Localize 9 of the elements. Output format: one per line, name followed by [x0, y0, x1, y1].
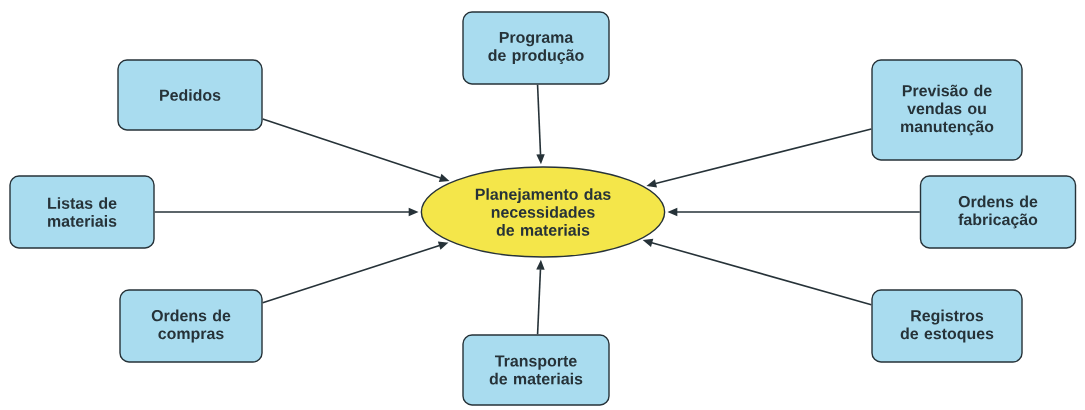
- process-box: Pedidos: [117, 59, 263, 131]
- process-box: Transporte de materiais: [462, 334, 610, 406]
- process-box: Previsão de vendas ou manutenção: [871, 59, 1023, 161]
- process-box: Ordens de compras: [119, 289, 263, 363]
- process-box: Listas de materiais: [9, 175, 155, 249]
- process-box: Ordens de fabricação: [919, 175, 1077, 249]
- process-box: Programa de produção: [462, 11, 610, 85]
- ellipse-node: Planejamento das necessidades de materiais: [420, 166, 666, 258]
- process-box: Registros de estoques: [871, 289, 1023, 363]
